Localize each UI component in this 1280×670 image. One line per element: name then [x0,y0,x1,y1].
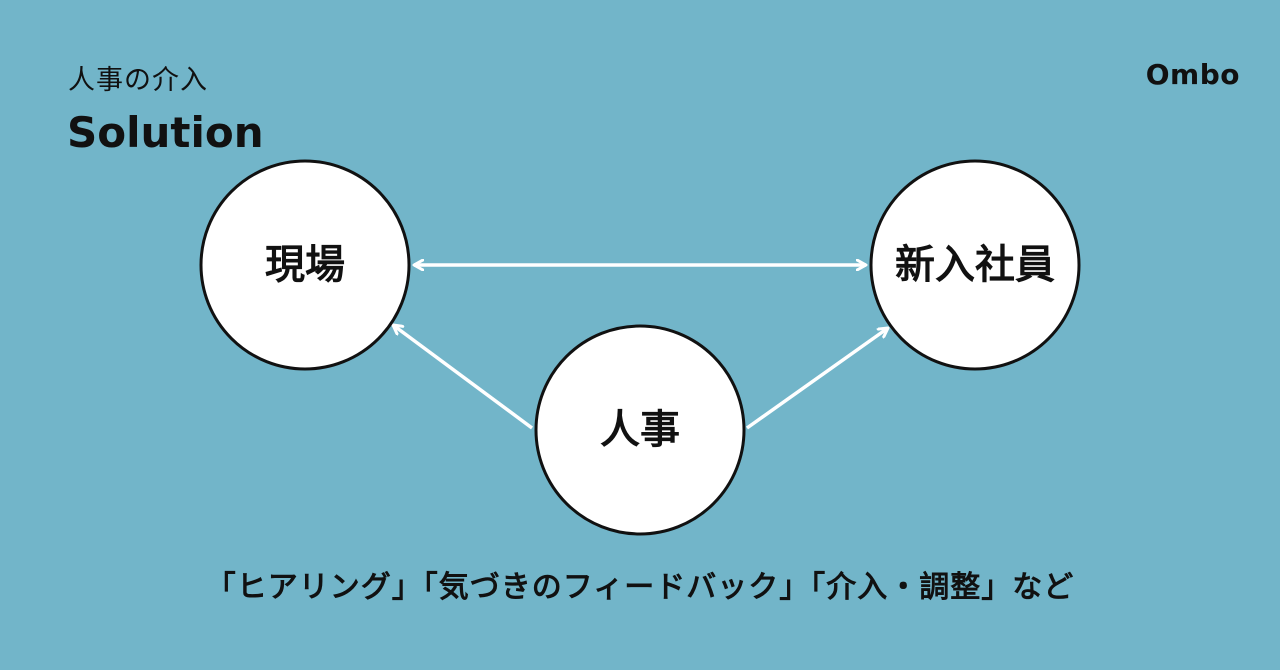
arrow-jinji-shinnyu [745,328,888,430]
node-jinji-circle [534,324,746,536]
node-genba-circle [199,159,411,371]
node-shinnyu-circle [869,159,1081,371]
node-shinnyu-label: 新入社員 [895,242,1055,288]
node-jinji-label: 人事 [600,407,680,453]
arrow-jinji-genba [393,325,534,430]
node-genba-label: 現場 [265,242,345,288]
diagram-caption: 「ヒアリング」「気づきのフィードバック」「介入・調整」など [205,570,1075,605]
page-title: Solution [67,108,264,157]
brand-logo: Ombo [1145,58,1240,91]
section-subtitle: 人事の介入 [68,65,208,96]
